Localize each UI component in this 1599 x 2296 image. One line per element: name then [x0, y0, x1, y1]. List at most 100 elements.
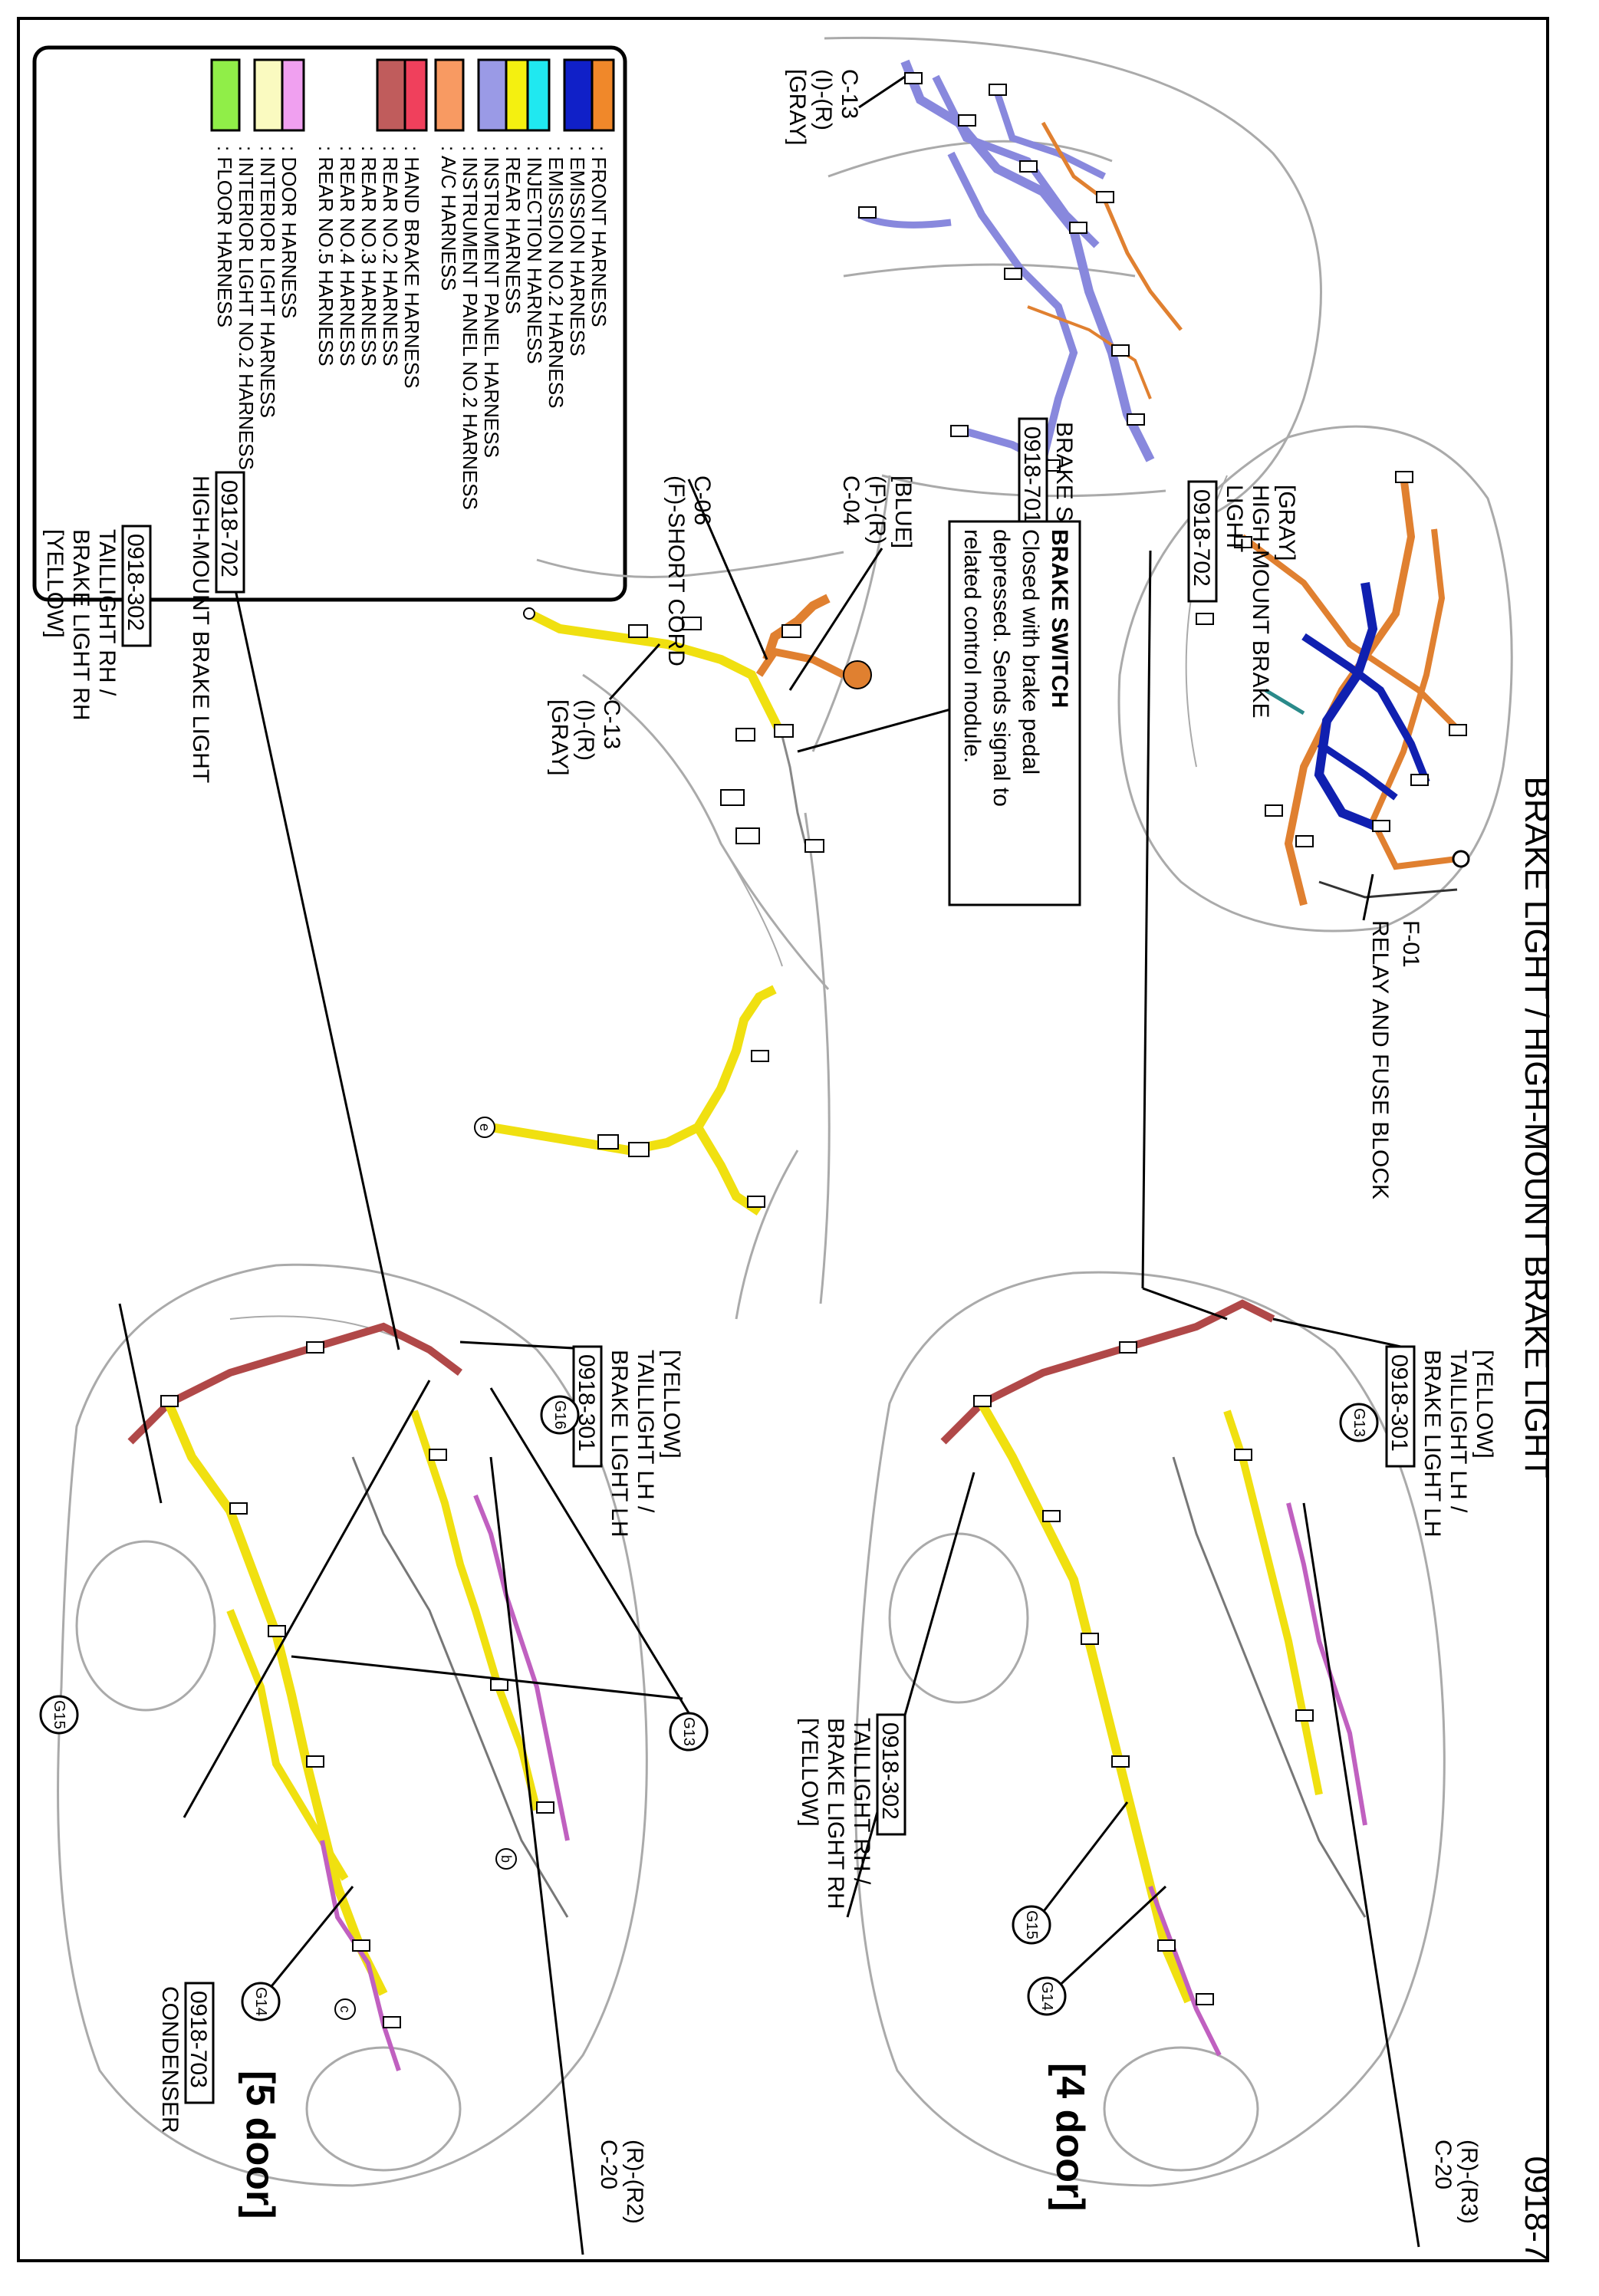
instrument-panel-harness-drawing [824, 36, 1322, 523]
legend-label: : FLOOR HARNESS [213, 146, 236, 327]
marker-c: c [334, 1998, 356, 2020]
legend-label: : REAR NO.4 HARNESS [336, 146, 359, 367]
svg-text:c: c [337, 2006, 353, 2013]
car-5door-drawing [57, 1263, 648, 2187]
svg-text:0918-301: 0918-301 [1387, 1354, 1412, 1452]
svg-text:RELAY AND FUSE BLOCK: RELAY AND FUSE BLOCK [1367, 920, 1393, 1199]
car-4door-drawing [854, 1271, 1446, 2187]
svg-text:G13: G13 [1351, 1408, 1367, 1437]
page-frame [17, 17, 1549, 2262]
svg-text:(F)-(R): (F)-(R) [864, 475, 890, 544]
legend-swatch [434, 58, 465, 132]
label-4door: [4 door] [1048, 2063, 1092, 2212]
label-hmbl-4door: [GRAY] HIGH-MOUNT BRAKE LIGHT 0918-702 [1187, 480, 1299, 718]
label-tail-rh-5door: 0918-302 TAILLIGHT RH / BRAKE LIGHT RH [… [42, 525, 152, 721]
svg-text:(R)-(R2): (R)-(R2) [622, 2140, 647, 2224]
svg-text:(I)-(R): (I)-(R) [811, 69, 836, 130]
svg-text:(R)-(R3): (R)-(R3) [1456, 2140, 1482, 2224]
legend-label: : REAR NO.5 HARNESS [314, 146, 337, 367]
svg-text:0918-701: 0918-701 [1019, 426, 1045, 524]
svg-text:Closed with brake pedal: Closed with brake pedal [1018, 529, 1043, 775]
svg-text:TAILLIGHT LH /: TAILLIGHT LH / [633, 1350, 658, 1513]
svg-text:e: e [477, 1123, 492, 1131]
svg-text:0918-302: 0918-302 [123, 534, 148, 631]
svg-text:[GRAY]: [GRAY] [785, 69, 810, 145]
svg-text:b: b [498, 1855, 514, 1863]
legend-label: : EMISSION NO.2 HARNESS [545, 146, 568, 408]
label-5door: [5 door] [238, 2071, 282, 2219]
svg-text:TAILLIGHT RH /: TAILLIGHT RH / [94, 529, 120, 696]
label-c06: C-06 (F)-SHORT CORD [663, 475, 715, 666]
svg-text:related control module.: related control module. [959, 529, 985, 763]
svg-text:C-20: C-20 [596, 2140, 621, 2189]
svg-text:depressed. Sends signal to: depressed. Sends signal to [989, 529, 1014, 807]
legend: : FRONT HARNESS: EMISSION HARNESS: EMISS… [32, 45, 627, 602]
svg-text:0918-702: 0918-702 [216, 480, 242, 577]
svg-text:LIGHT: LIGHT [1222, 485, 1247, 552]
svg-text:C-20: C-20 [1430, 2140, 1456, 2189]
brake-switch-drawing [479, 475, 891, 1320]
svg-text:BRAKE LIGHT RH: BRAKE LIGHT RH [823, 1718, 848, 1909]
svg-text:BRAKE SWITCH: BRAKE SWITCH [1047, 529, 1072, 708]
svg-text:C-06: C-06 [689, 475, 715, 525]
legend-items: : FRONT HARNESS: EMISSION HARNESS: EMISS… [210, 58, 615, 510]
marker-b: b [495, 1848, 517, 1870]
svg-text:0918-302: 0918-302 [877, 1722, 903, 1820]
svg-text:BRAKE LIGHT LH: BRAKE LIGHT LH [607, 1350, 632, 1538]
legend-label: : INTERIOR LIGHT HARNESS [256, 146, 279, 418]
ground-g13-4door: G13 [1339, 1403, 1379, 1442]
svg-text:C-13: C-13 [837, 69, 862, 119]
svg-text:[GRAY]: [GRAY] [547, 699, 572, 775]
note-brake-switch: BRAKE SWITCH Closed with brake pedal dep… [948, 520, 1081, 906]
svg-text:0918-703: 0918-703 [186, 1991, 211, 2088]
svg-text:[YELLOW]: [YELLOW] [1472, 1350, 1497, 1459]
label-tail-lh-5door: [YELLOW] TAILLIGHT LH / BRAKE LIGHT LH 0… [572, 1345, 684, 1538]
label-f01: F-01 RELAY AND FUSE BLOCK [1367, 920, 1423, 1199]
svg-text:[4 door]: [4 door] [1048, 2063, 1092, 2212]
ground-g13: G13 [669, 1712, 709, 1752]
svg-text:TAILLIGHT RH /: TAILLIGHT RH / [849, 1718, 874, 1885]
svg-text:G15: G15 [1023, 1910, 1040, 1939]
svg-text:G16: G16 [551, 1400, 568, 1429]
legend-label: : REAR NO.2 HARNESS [379, 146, 402, 367]
legend-label: : INTERIOR LIGHT NO.2 HARNESS [235, 146, 258, 470]
legend-swatch [376, 58, 406, 132]
svg-text:HIGH-MOUNT BRAKE LIGHT: HIGH-MOUNT BRAKE LIGHT [188, 475, 213, 783]
svg-text:(I)-(R): (I)-(R) [573, 699, 598, 761]
svg-text:[BLUE]: [BLUE] [890, 475, 916, 548]
svg-text:BRAKE LIGHT RH: BRAKE LIGHT RH [68, 529, 94, 721]
label-c20-5door: (R)-(R2) C-20 [596, 2140, 647, 2224]
svg-text:[YELLOW]: [YELLOW] [659, 1350, 684, 1459]
legend-swatch [210, 58, 241, 132]
svg-text:HIGH-MOUNT BRAKE: HIGH-MOUNT BRAKE [1248, 485, 1273, 718]
ground-g15-4door: G15 [1012, 1905, 1051, 1945]
legend-label: : INJECTION HARNESS [523, 146, 546, 364]
leader-lines [118, 75, 1420, 2255]
svg-text:G13: G13 [680, 1717, 697, 1746]
svg-text:BRAKE LIGHT LH: BRAKE LIGHT LH [1420, 1350, 1445, 1538]
legend-swatch [253, 58, 284, 132]
legend-label: : DOOR HARNESS [278, 146, 301, 318]
label-c20-4door: (R)-(R3) C-20 [1430, 2140, 1482, 2224]
engine-harness-drawing [1117, 425, 1513, 933]
svg-text:C-04: C-04 [838, 475, 864, 525]
legend-label: : INSTRUMENT PANEL HARNESS [480, 146, 503, 458]
label-c04: [BLUE] (F)-(R) C-04 [838, 475, 916, 548]
svg-text:0918-301: 0918-301 [574, 1354, 599, 1452]
label-tail-rh-4door: 0918-302 TAILLIGHT RH / BRAKE LIGHT RH [… [797, 1713, 906, 1909]
ground-g15: G15 [39, 1695, 79, 1735]
ground-g16: G16 [540, 1395, 580, 1435]
label-c13-mid: C-13 (I)-(R) [GRAY] [547, 699, 624, 775]
svg-text:[GRAY]: [GRAY] [1274, 485, 1299, 561]
svg-text:G14: G14 [1038, 1982, 1055, 2011]
ground-g14: G14 [241, 1982, 281, 2021]
svg-text:(F)-SHORT CORD: (F)-SHORT CORD [663, 475, 689, 666]
legend-label: : A/C HARNESS [437, 146, 460, 291]
svg-text:TAILLIGHT LH /: TAILLIGHT LH / [1446, 1350, 1471, 1513]
svg-text:C-13: C-13 [599, 699, 624, 749]
legend-label: : REAR HARNESS [502, 146, 525, 314]
ground-g14-4door: G14 [1027, 1976, 1067, 2016]
legend-label: : REAR NO.3 HARNESS [357, 146, 380, 367]
label-condenser: 0918-703 CONDENSER [157, 1982, 215, 2133]
